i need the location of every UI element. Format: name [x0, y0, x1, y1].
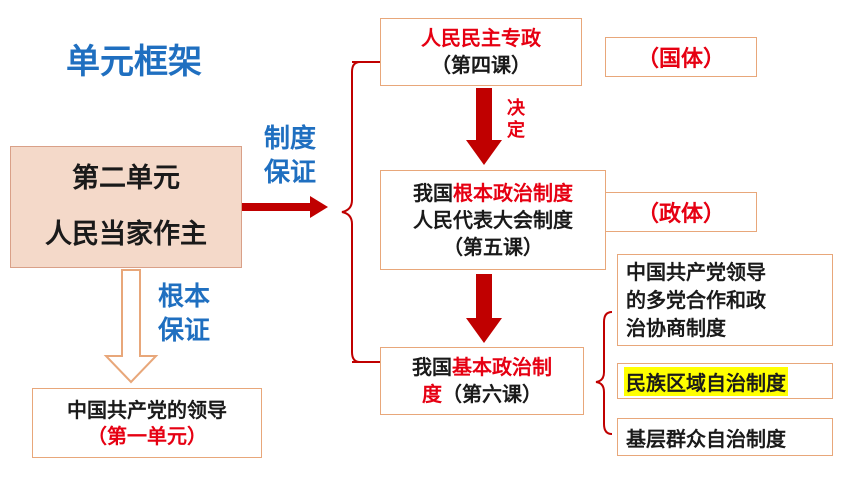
ethnic-autonomy-label: 民族区域自治制度 [624, 366, 788, 396]
fundamental-title: 根本政治制度 [453, 180, 573, 205]
fundamental-system-box: 我国根本政治制度 人民代表大会制度 （第五课） [380, 170, 606, 270]
page-title: 单元框架 [66, 42, 202, 82]
basic-system-box: 我国基本政治制 度（第六课） [380, 347, 584, 415]
institution-guarantee-label: 制度 保证 [264, 122, 316, 190]
state-system-box: 人民民主专政 （第四课） [380, 18, 582, 86]
down-arrow-2-head [466, 318, 502, 343]
down-arrow-1-shaft [476, 88, 492, 140]
cpc-line2: 的多党合作和政 [626, 288, 766, 312]
state-nature-tag: （国体） [605, 37, 757, 77]
down-arrow-2-shaft [476, 274, 492, 318]
unit-line2: 人民当家作主 [45, 219, 207, 250]
basic-system-second-row: 度（第六课） [422, 381, 542, 408]
decide-char-2: 定 [507, 120, 525, 141]
basic-title-b: 度 [422, 382, 442, 406]
basic-prefix: 我国 [412, 355, 452, 379]
party-line1: 中国共产党的领导 [67, 398, 227, 422]
fundamental-system-lesson: （第五课） [443, 234, 543, 259]
decide-label: 决 定 [506, 98, 526, 142]
grassroots-autonomy-box: 基层群众自治制度 [617, 418, 833, 456]
main-brace [341, 61, 361, 363]
basic-title-a: 基本政治制 [452, 355, 552, 379]
fundamental-guarantee-label: 根本 保证 [158, 280, 210, 348]
red-arrow-shaft [242, 203, 312, 211]
ethnic-autonomy-box: 民族区域自治制度 [617, 363, 833, 399]
party-leadership-box: 中国共产党的领导 （第一单元） [32, 388, 262, 458]
state-system-lesson: （第四课） [431, 53, 531, 77]
unit-box: 第二单元 人民当家作主 [10, 146, 242, 268]
red-arrow-head [310, 196, 328, 218]
fundamental-system-name: 人民代表大会制度 [413, 207, 573, 232]
institution-label-line1: 制度 [264, 124, 317, 154]
down-arrow-1-head [466, 140, 502, 165]
party-line2: （第一单元） [87, 424, 207, 448]
government-form-tag: （政体） [605, 192, 757, 232]
state-system-title: 人民民主专政 [421, 26, 541, 50]
fundamental-system-title-row: 我国根本政治制度 [413, 180, 573, 207]
cpc-line3: 治协商制度 [626, 316, 726, 340]
cpc-cooperation-box: 中国共产党领导 的多党合作和政 治协商制度 [617, 254, 833, 346]
institution-label-line2: 保证 [264, 158, 317, 188]
cpc-line1: 中国共产党领导 [626, 260, 766, 284]
fundamental-label-line2: 保证 [158, 316, 211, 346]
basic-system-title-row: 我国基本政治制 [412, 354, 552, 381]
hollow-down-arrow [103, 269, 159, 384]
grassroots-autonomy-label: 基层群众自治制度 [626, 426, 786, 451]
fundamental-label-line1: 根本 [158, 282, 211, 312]
unit-line1: 第二单元 [72, 163, 180, 194]
sub-brace [595, 311, 613, 435]
decide-char-1: 决 [507, 98, 525, 119]
basic-lesson: （第六课） [442, 382, 542, 406]
fundamental-prefix: 我国 [413, 180, 453, 205]
